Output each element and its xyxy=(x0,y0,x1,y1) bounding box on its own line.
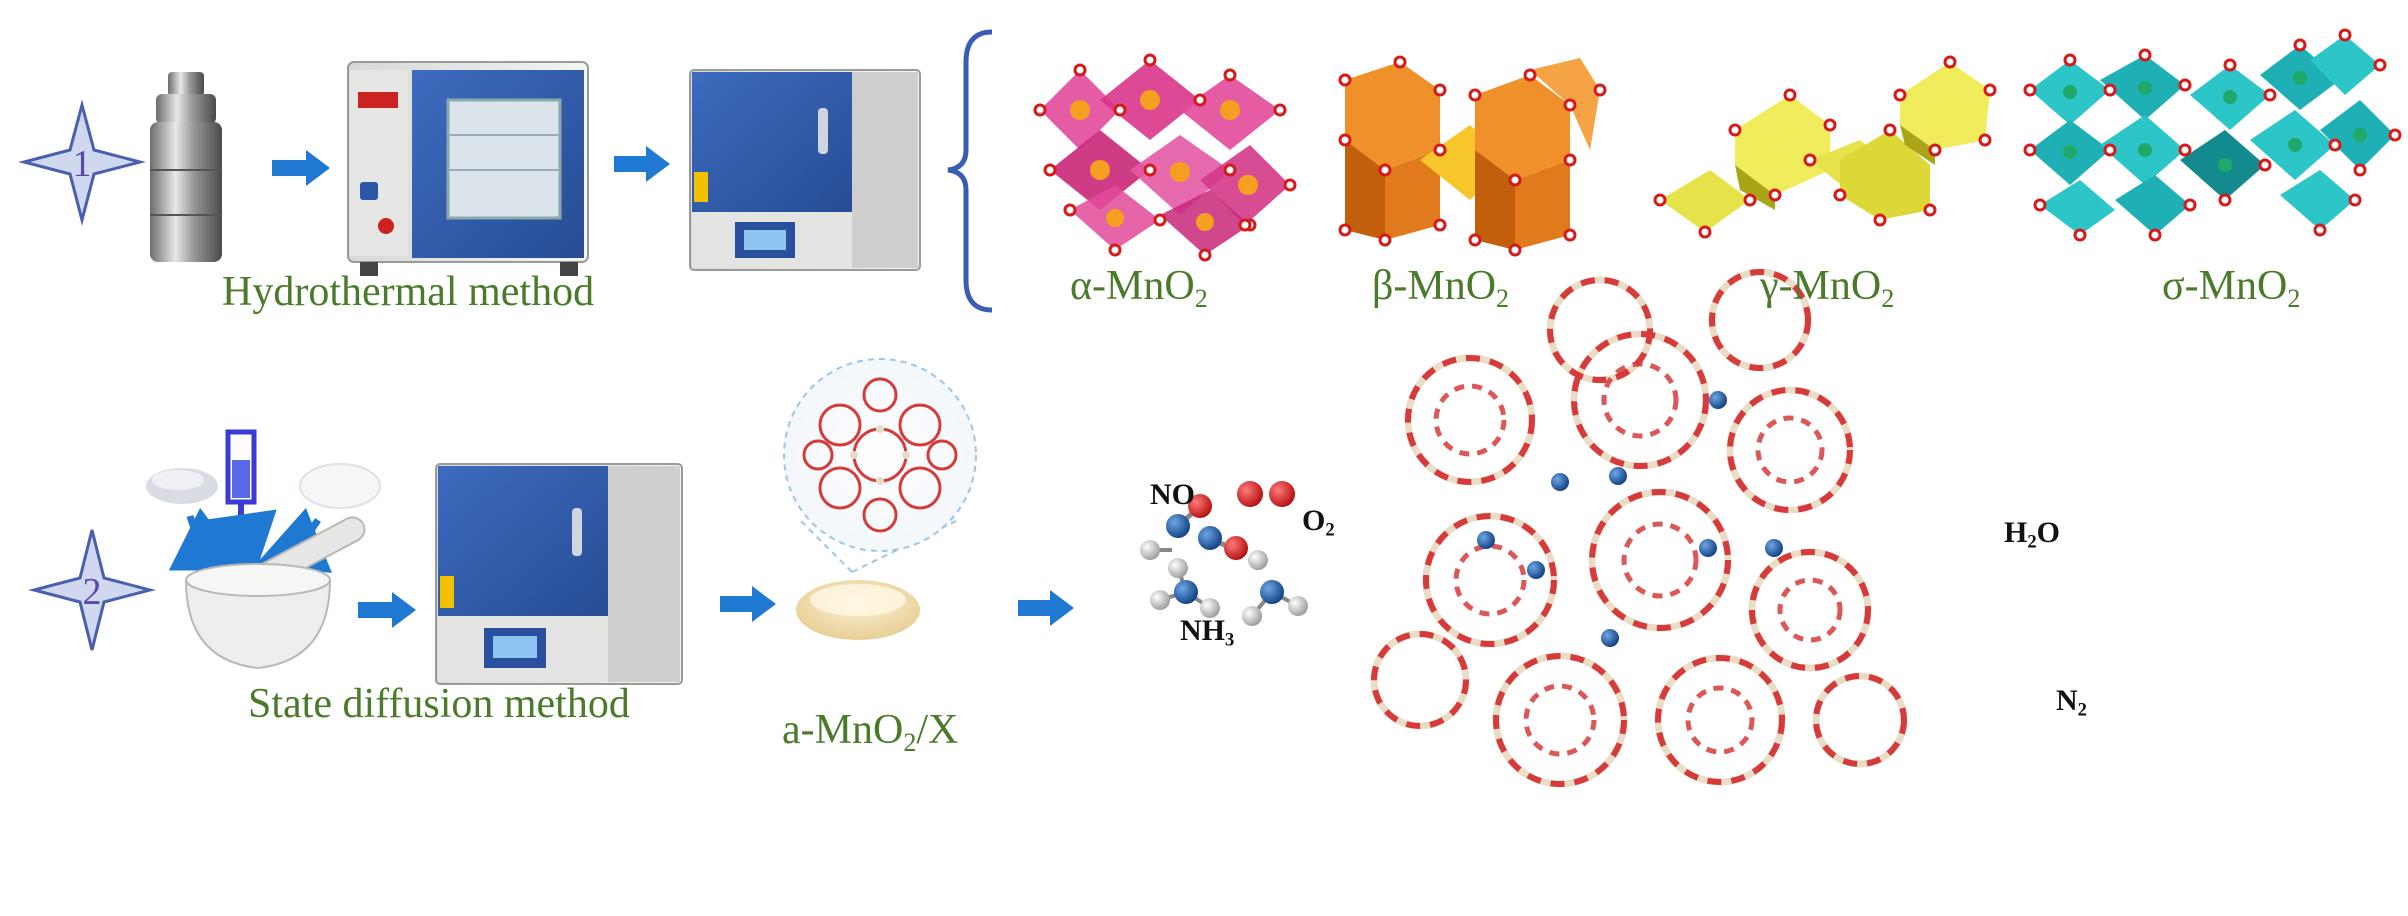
mortar-pestle-icon xyxy=(184,516,366,670)
flow-arrow-icon xyxy=(1018,590,1074,626)
flow-arrow-icon xyxy=(614,146,670,182)
sigma-mno2-label: σ-MnO2 xyxy=(2162,263,2301,313)
step-2-star-icon: 2 xyxy=(28,529,156,651)
muffle-furnace-icon xyxy=(435,463,683,685)
alpha-mno2-structure xyxy=(1033,53,1297,262)
pointer-arrow-icon xyxy=(207,509,277,584)
o2-label: O2 xyxy=(1302,504,1335,541)
zeolite-zoom-bubble xyxy=(783,358,977,573)
sigma-mno2-structure xyxy=(2023,28,2402,242)
beta-mno2-structure xyxy=(1338,55,1607,257)
state-diffusion-method-label: State diffusion method xyxy=(248,681,630,727)
gamma-mno2-structure xyxy=(1653,55,1997,239)
beta-mno2-label: β-MnO2 xyxy=(1372,263,1510,313)
hydrothermal-method-label: Hydrothermal method xyxy=(222,269,595,315)
step-1-number: 1 xyxy=(73,143,92,185)
zeolite-framework xyxy=(1370,268,1908,788)
a-mno2-x-label: a-MnO2/X xyxy=(782,707,959,757)
drying-oven-icon xyxy=(347,61,589,276)
autoclave-icon xyxy=(150,72,222,262)
alpha-mno2-label: α-MnO2 xyxy=(1070,263,1208,313)
pointer-arrow-icon xyxy=(168,507,248,571)
n2-label: N2 xyxy=(2056,684,2087,721)
muffle-furnace-icon xyxy=(689,69,921,271)
gamma-mno2-label: γ-MnO2 xyxy=(1760,263,1895,313)
white-powder-icon xyxy=(299,463,381,509)
no-label: NO xyxy=(1150,478,1195,511)
flow-arrow-icon xyxy=(272,150,330,186)
nh3-label: NH3 xyxy=(1180,614,1235,651)
flow-arrow-icon xyxy=(358,592,416,628)
step-1-star-icon: 1 xyxy=(18,99,146,226)
reactant-molecules xyxy=(1140,481,1308,626)
polymorph-bracket xyxy=(947,29,993,313)
precursor-powder-icon xyxy=(146,468,218,504)
flow-arrow-icon xyxy=(720,586,776,622)
catalyst-powder-disk xyxy=(796,580,920,640)
step-2-number: 2 xyxy=(83,571,102,613)
syringe-icon xyxy=(225,429,257,524)
h2o-label: H2O xyxy=(2004,516,2060,553)
